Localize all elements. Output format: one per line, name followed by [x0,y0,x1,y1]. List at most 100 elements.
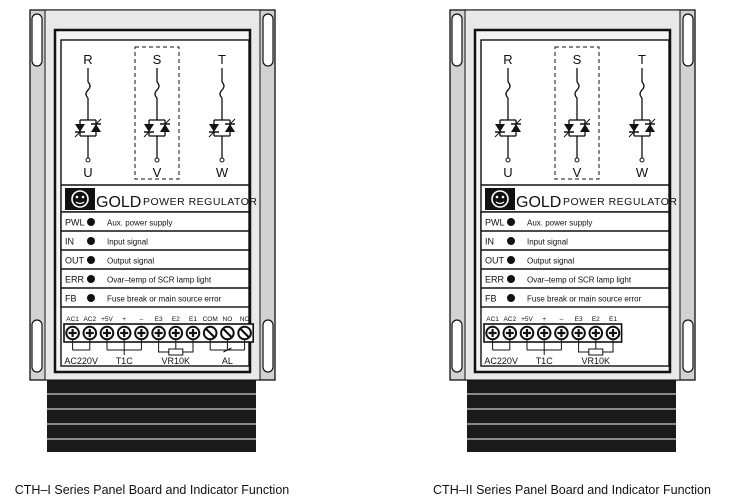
terminal-label: NO [223,316,233,323]
panel-title: POWER REGULATOR [143,196,257,208]
indicator-led-icon [87,237,95,245]
phase-in-label: S [573,52,582,67]
terminal-label: AC1 [66,316,79,323]
thyristor-gate [515,118,522,125]
indicator-text: Fuse break or main source error [527,295,642,304]
phase-out-label: W [216,165,229,180]
fuse-icon [85,81,91,99]
mounting-slot [262,13,274,67]
phase-s-box [554,46,600,180]
heatsink-fin [47,438,256,440]
terminal-label: E3 [575,316,583,323]
indicator-text: Output signal [527,257,574,266]
potentiometer-icon [168,348,184,356]
phase-out-label: W [636,165,649,180]
indicator-led-icon [507,275,515,283]
thyristor-down-icon [209,124,219,132]
thyristor-gate [208,131,215,138]
bracket [527,349,562,355]
terminal-label: E2 [172,316,180,323]
group-label-ac220v: AC220V [484,356,518,366]
group-label-ac220v: AC220V [64,356,98,366]
screw-slot [205,328,215,338]
indicator-led-icon [87,218,95,226]
thyristor-up-icon [511,124,521,132]
mounting-slot [31,319,43,373]
terminal-point [505,157,511,163]
terminal-point [154,157,160,163]
indicator-code: IN [65,237,74,247]
terminal-label: – [140,316,144,323]
logo-eye [81,195,85,199]
indicator-text: Input signal [527,238,568,247]
heatsink-fin [467,438,676,440]
terminal-label: + [542,316,546,323]
mounting-slot [682,319,694,373]
thyristor-up-icon [580,124,590,132]
group-label-vr10k: VR10K [582,356,611,366]
terminal-label: + [122,316,126,323]
thyristor-up-icon [91,124,101,132]
indicator-led-icon [87,294,95,302]
thyristor-gate [628,131,635,138]
indicator-text: Output signal [107,257,154,266]
phase-out-label: U [83,165,92,180]
heatsink [47,380,256,452]
logo-text: GOLD [96,194,141,211]
thyristor-down-icon [564,124,574,132]
indicator-code: PWL [485,218,505,228]
thyristor-gate [584,118,591,125]
heatsink-fin [47,423,256,425]
relay-contact-icon [223,347,232,353]
indicator-code: FB [485,294,497,304]
indicator-code: IN [485,237,494,247]
logo-eye [75,195,79,199]
phase-in-label: R [83,52,92,67]
panel-caption: CTH–I Series Panel Board and Indicator F… [15,483,289,497]
indicator-code: ERR [65,275,85,285]
group-label-vr10k: VR10K [162,356,191,366]
thyristor-down-icon [144,124,154,132]
phase-in-label: T [638,52,646,67]
indicator-text: Aux. power supply [107,219,172,228]
logo-emblem-icon [491,190,509,208]
terminal-label: NO [240,316,250,323]
thyristor-down-icon [629,124,639,132]
fuse-icon [505,81,511,99]
terminal-label: COM [203,316,218,323]
group-label-t1c: T1C [536,356,554,366]
terminal-label: AC1 [486,316,499,323]
logo-text: GOLD [516,194,561,211]
phase-out-label: V [573,165,582,180]
phase-in-label: T [218,52,226,67]
panel-caption: CTH–II Series Panel Board and Indicator … [433,483,711,497]
fuse-icon [574,81,580,99]
terminal-label: E1 [189,316,197,323]
thyristor-down-icon [75,124,85,132]
indicator-code: OUT [65,256,85,266]
fuse-icon [219,81,225,99]
indicator-text: Fuse break or main source error [107,295,222,304]
indicator-led-icon [507,237,515,245]
phase-s-box [134,46,180,180]
indicator-led-icon [87,275,95,283]
terminal-block [483,323,623,343]
indicator-led-icon [507,294,515,302]
terminal-label: E2 [592,316,600,323]
terminal-label: +5V [521,316,533,323]
logo-badge [65,188,95,210]
heatsink-fin [467,423,676,425]
mounting-slot [451,13,463,67]
thyristor-up-icon [645,124,655,132]
logo-smile [495,201,505,205]
indicator-code: OUT [485,256,505,266]
heatsink-fin [467,393,676,395]
terminal-label: AC2 [83,316,96,323]
logo-badge [485,188,515,210]
terminal-label: E1 [609,316,617,323]
terminal-label: +5V [101,316,113,323]
fuse-icon [154,81,160,99]
thyristor-gate [143,131,150,138]
